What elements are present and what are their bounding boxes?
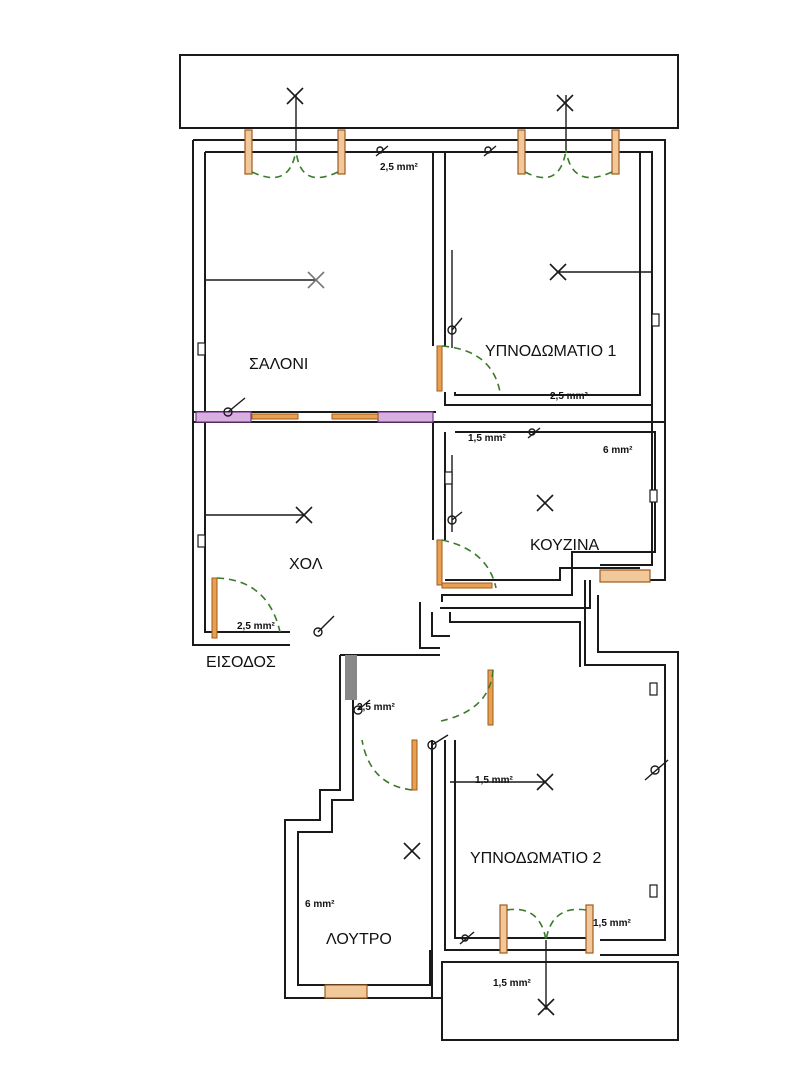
ypno1-door-leaf bbox=[436, 345, 443, 392]
room-label-kouzina: ΚΟΥΖΙΝΑ bbox=[530, 537, 600, 554]
ceiling-light-icon bbox=[536, 494, 554, 512]
entrance-door-leaf bbox=[211, 577, 218, 639]
openings bbox=[195, 129, 651, 999]
switch-icon bbox=[447, 317, 463, 335]
wire-gauge-labels: 2,5 mm² 2,5 mm² 1,5 mm² 6 mm² 2,5 mm² 2,… bbox=[237, 162, 633, 989]
kouzina-window bbox=[599, 569, 651, 583]
electrical bbox=[197, 87, 669, 1016]
socket-icon bbox=[651, 313, 660, 327]
wire-label: 1,5 mm² bbox=[468, 433, 506, 444]
switch-icon bbox=[353, 699, 371, 715]
socket-icon bbox=[649, 884, 658, 898]
bottom-balcony bbox=[441, 961, 679, 1041]
wire-label: 2,5 mm² bbox=[380, 162, 418, 173]
ceiling-light-icon bbox=[403, 842, 421, 860]
wire-label: 2,5 mm² bbox=[237, 621, 275, 632]
socket-icon bbox=[197, 342, 206, 356]
ceiling-light-icon bbox=[295, 506, 313, 524]
room-label-loutro: ΛΟΥΤΡΟ bbox=[326, 931, 392, 948]
ypno1-window-left bbox=[517, 129, 526, 175]
room-label-ypnodomatio2: ΥΠΝΟΔΩΜΑΤΙΟ 2 bbox=[470, 850, 601, 867]
hol-opening-right bbox=[377, 411, 434, 423]
wire-label: 1,5 mm² bbox=[593, 918, 631, 929]
outer-walls bbox=[192, 139, 679, 999]
ceiling-light-icon bbox=[286, 87, 304, 105]
switch-icon bbox=[459, 931, 475, 945]
switch-icon bbox=[223, 397, 246, 417]
saloni-window-right bbox=[337, 129, 346, 175]
socket-icon bbox=[444, 471, 453, 485]
switch-icon bbox=[375, 145, 389, 157]
socket-icon bbox=[649, 682, 658, 696]
loutro-door-leaf bbox=[411, 739, 418, 791]
room-label-hol: ΧΟΛ bbox=[289, 556, 323, 573]
switch-icon bbox=[483, 145, 497, 157]
switch-icon bbox=[313, 615, 335, 637]
room-labels: ΣΑΛΟΝΙ ΥΠΝΟΔΩΜΑΤΙΟ 1 ΧΟΛ ΚΟΥΖΙΝΑ ΕΙΣΟΔΟΣ… bbox=[206, 343, 616, 948]
switch-icon bbox=[427, 734, 449, 750]
wire-label: 1,5 mm² bbox=[475, 775, 513, 786]
ceiling-light-icon bbox=[307, 271, 325, 289]
wire-label: 2,5 mm² bbox=[357, 702, 395, 713]
room-label-ypnodomatio1: ΥΠΝΟΔΩΜΑΤΙΟ 1 bbox=[485, 343, 616, 360]
room-label-saloni: ΣΑΛΟΝΙ bbox=[249, 356, 308, 373]
corridor-door-leaf bbox=[487, 669, 494, 726]
kouzina-door-leaf-2 bbox=[441, 582, 493, 589]
ypno2-window-left bbox=[499, 904, 508, 954]
wire-label: 1,5 mm² bbox=[493, 978, 531, 989]
wire-label: 6 mm² bbox=[305, 899, 335, 910]
switch-icon bbox=[527, 427, 541, 439]
ceiling-light-icon bbox=[536, 773, 554, 791]
loutro-window bbox=[324, 984, 368, 999]
wire-label: 6 mm² bbox=[603, 445, 633, 456]
room-label-eisodos: ΕΙΣΟΔΟΣ bbox=[206, 654, 276, 671]
ceiling-light-icon bbox=[537, 998, 555, 1016]
ypno1-window-right bbox=[611, 129, 620, 175]
ceiling-light-icon bbox=[549, 263, 567, 281]
hol-opening-left bbox=[195, 411, 252, 423]
interior-walls bbox=[193, 152, 665, 998]
ceiling-light-icon bbox=[556, 94, 574, 112]
hol-door-leaf-right bbox=[331, 413, 379, 420]
kouzina-door-leaf bbox=[436, 539, 443, 586]
switch-icon bbox=[447, 511, 463, 525]
door-swings bbox=[216, 149, 613, 941]
top-balcony bbox=[179, 54, 679, 129]
switch-icon bbox=[644, 759, 669, 781]
socket-icon bbox=[649, 489, 658, 503]
ypno2-window-right bbox=[585, 904, 594, 954]
saloni-window-left bbox=[244, 129, 253, 175]
socket-icon bbox=[197, 534, 206, 548]
wire-label: 2,5 mm² bbox=[550, 391, 588, 402]
hol-door-leaf-left bbox=[251, 413, 299, 420]
shaft-block bbox=[345, 655, 357, 700]
